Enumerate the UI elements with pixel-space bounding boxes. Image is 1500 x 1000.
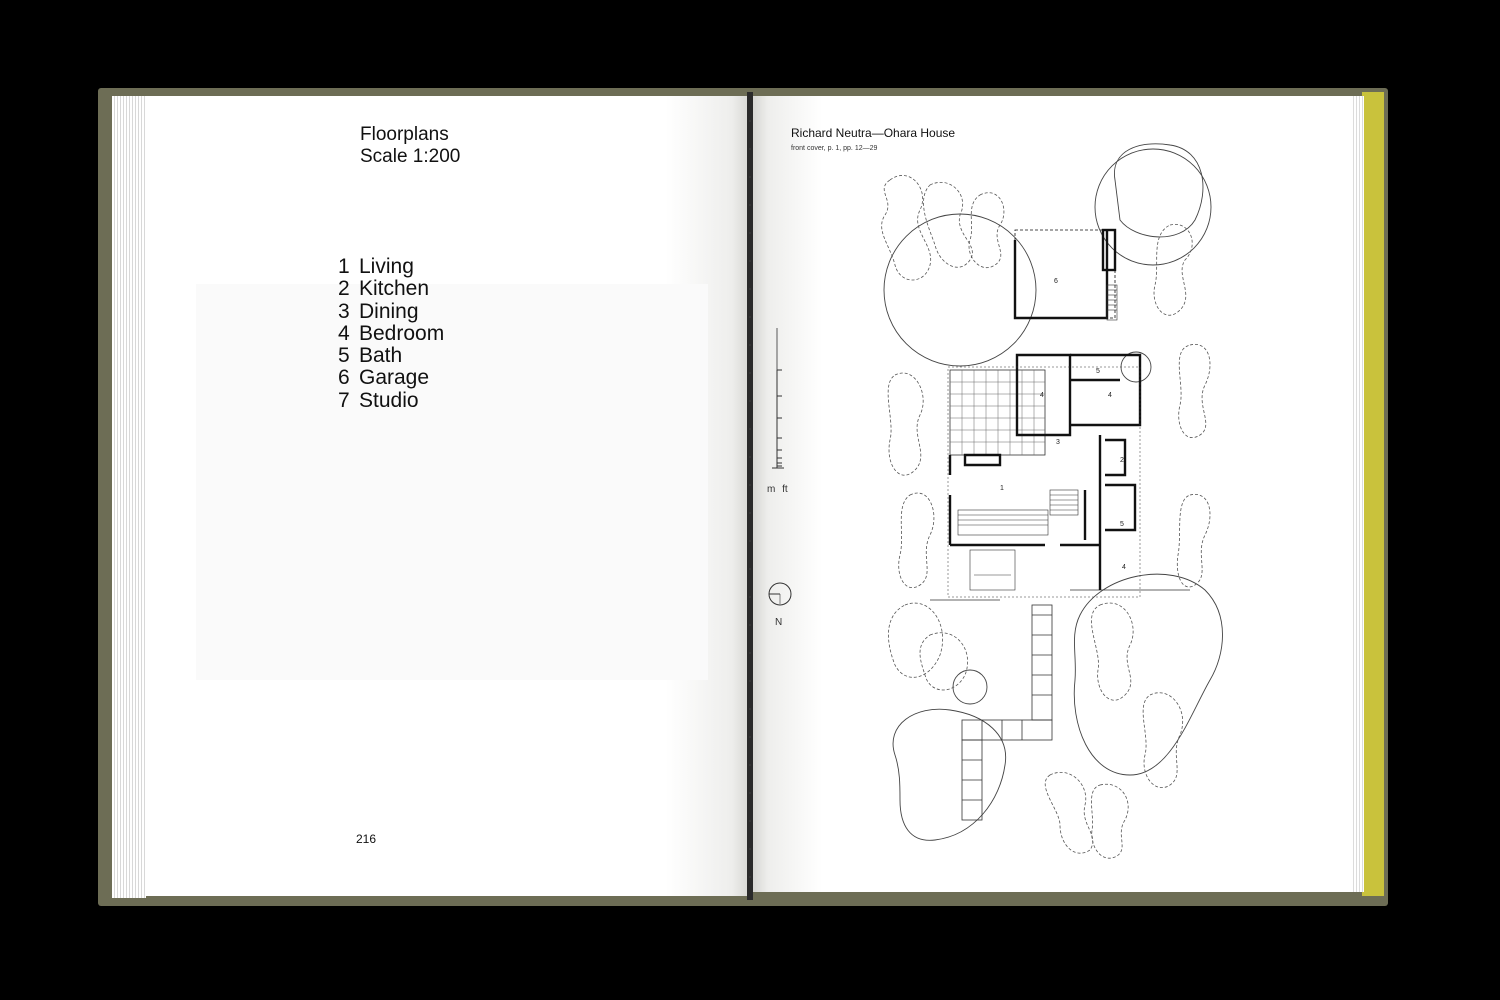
- scale-bar: [772, 328, 784, 469]
- heading-title: Floorplans: [360, 124, 449, 145]
- room-label: 4: [1108, 392, 1112, 399]
- room-label: 6: [1054, 278, 1058, 285]
- page-edges-right: [1350, 96, 1364, 892]
- north-arrow-icon: [768, 582, 792, 606]
- page-number: 216: [356, 832, 377, 846]
- north-label: N: [775, 617, 783, 628]
- room-label: 1: [1000, 485, 1004, 492]
- heading-scale: Scale 1:200: [360, 146, 461, 167]
- show-through-image: [196, 284, 708, 680]
- plan-title: Richard Neutra—Ohara House: [791, 126, 956, 140]
- site-floorplan: 6 5 4 4 3 2 1 5 4: [881, 143, 1223, 859]
- room-label: 4: [1122, 564, 1126, 571]
- right-page: [750, 96, 1352, 892]
- page-heading: Floorplans Scale 1:200: [360, 124, 460, 168]
- room-label: 2: [1120, 457, 1124, 464]
- room-label: 4: [1040, 392, 1044, 399]
- scale-units: m ft: [767, 484, 788, 495]
- page-edges-left: [112, 96, 146, 898]
- cover-edge-yellow: [1362, 92, 1384, 896]
- plan-subtitle: front cover, p. 1, pp. 12—29: [791, 145, 878, 152]
- room-label: 5: [1120, 521, 1124, 528]
- room-label: 5: [1096, 368, 1100, 375]
- room-label: 3: [1056, 439, 1060, 446]
- spine-stitching: [749, 120, 751, 900]
